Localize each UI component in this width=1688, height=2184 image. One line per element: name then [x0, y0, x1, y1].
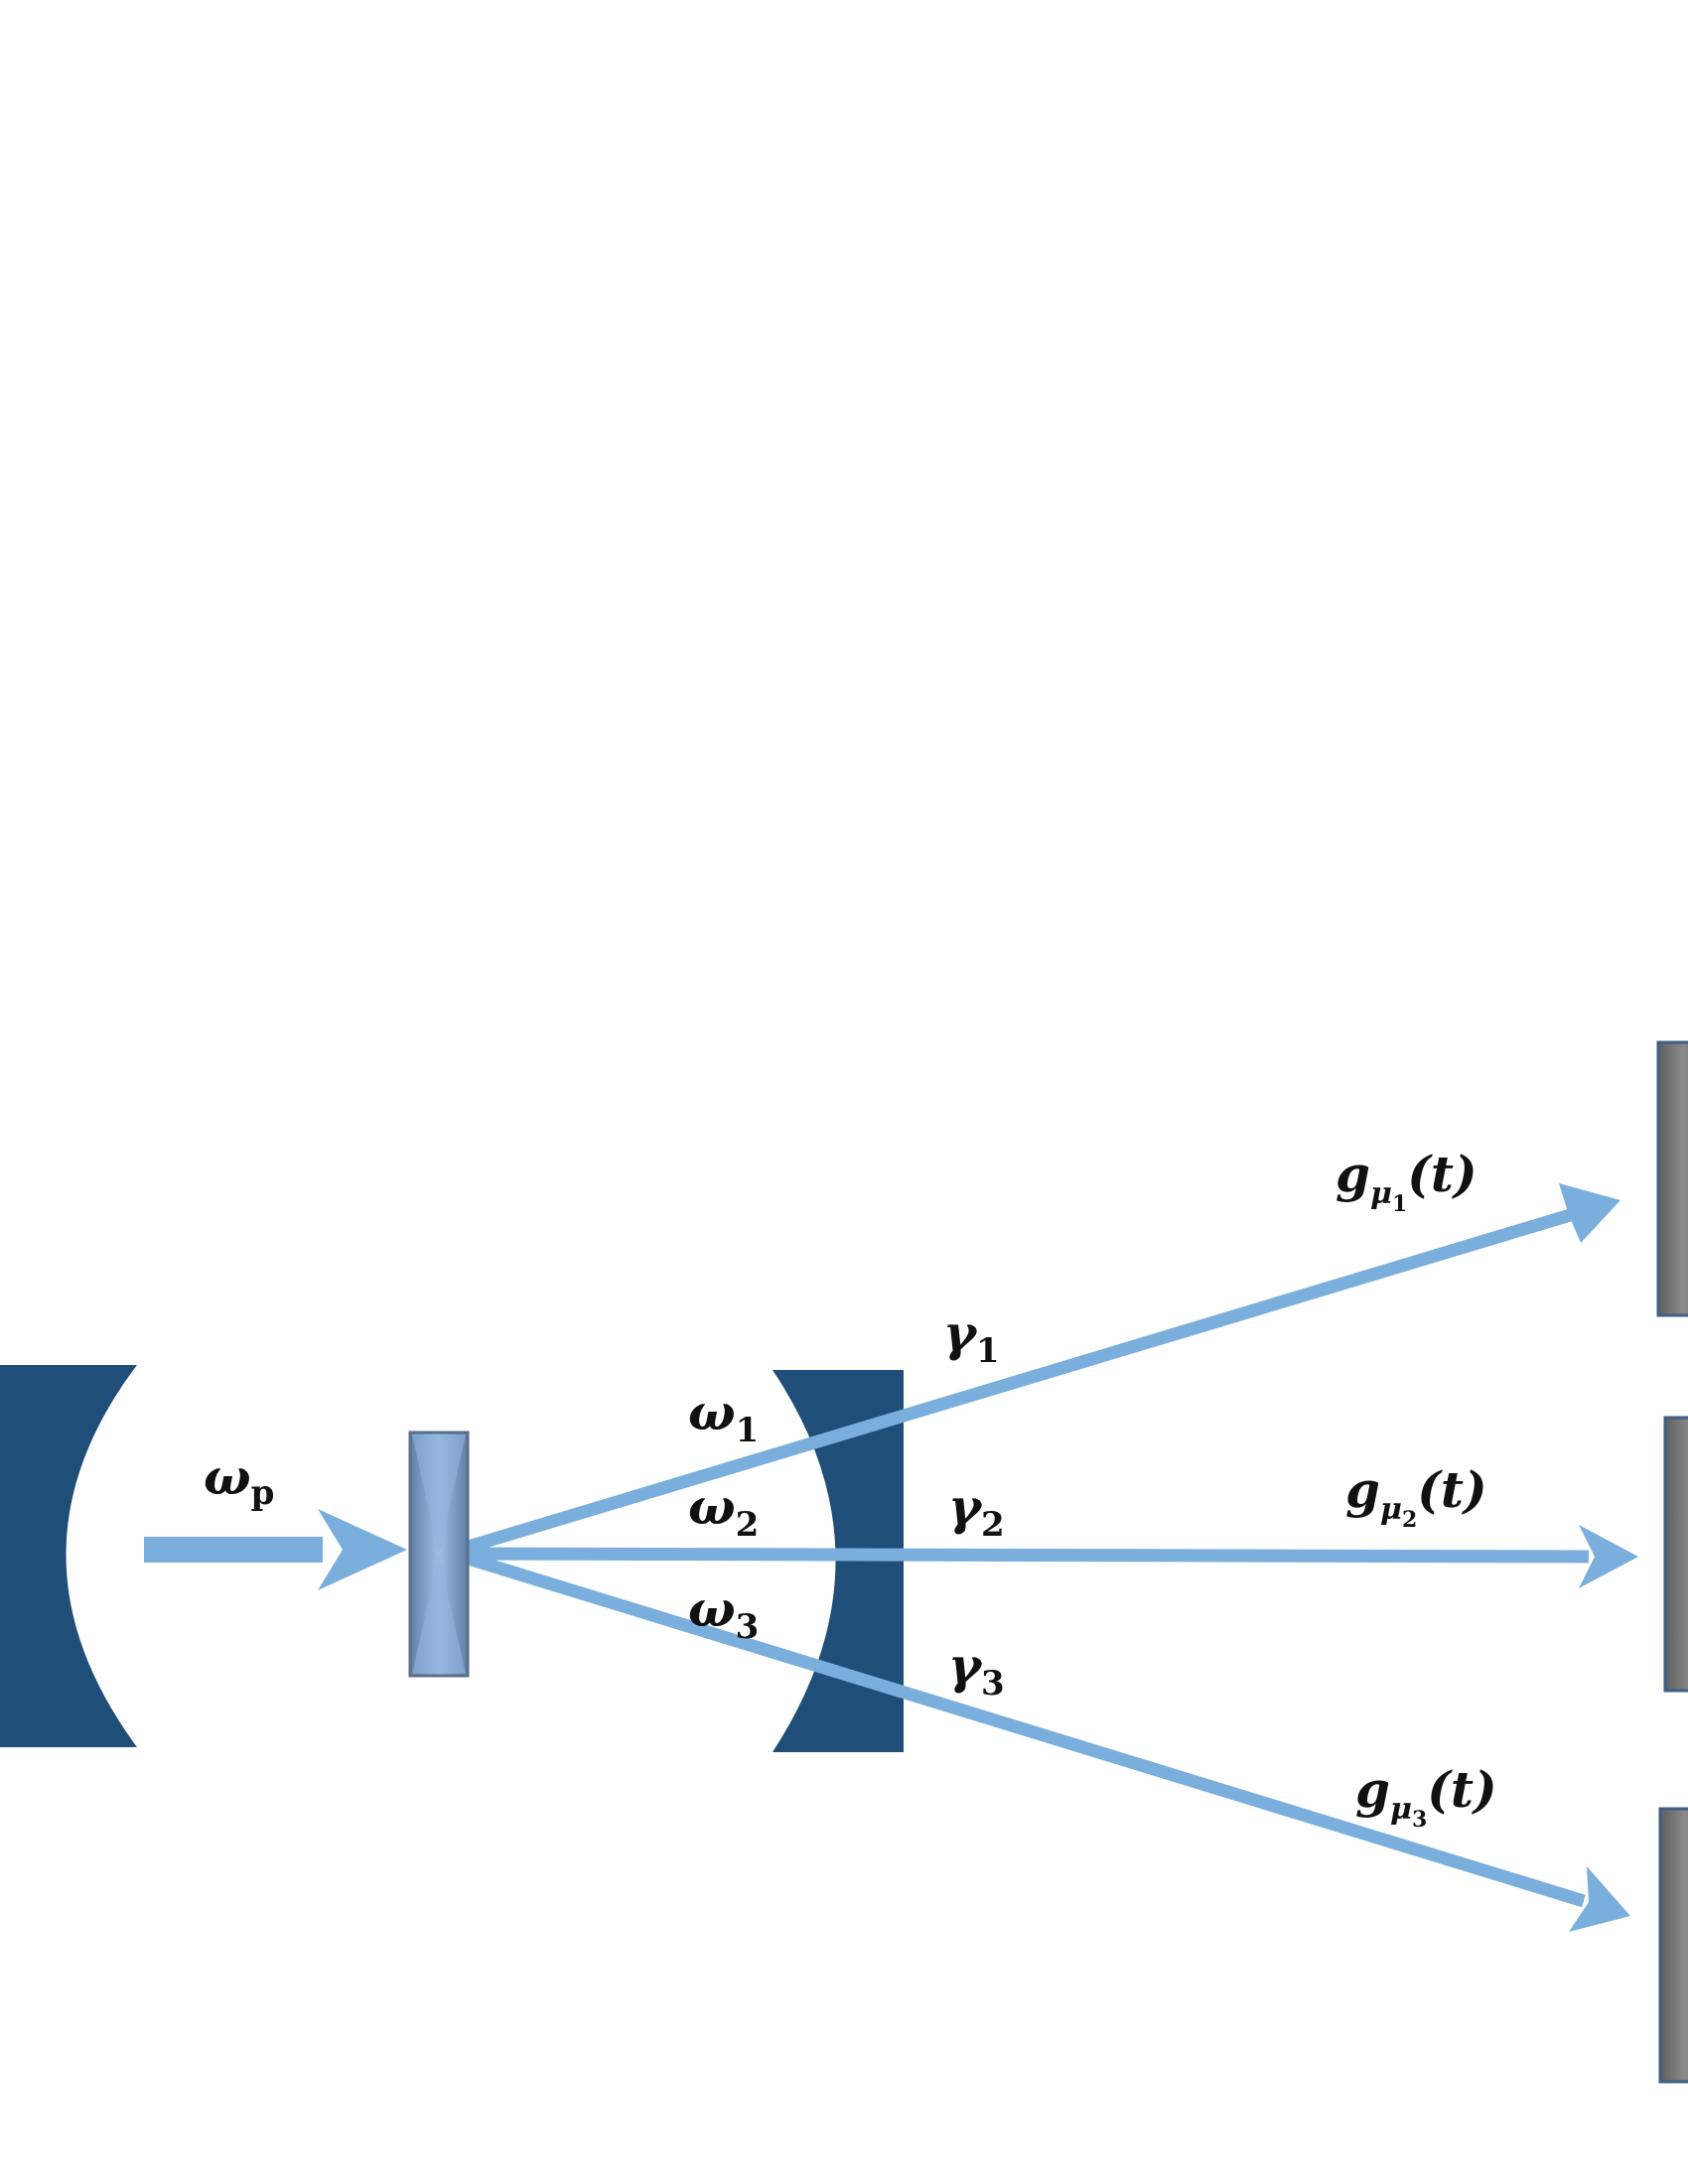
pump-beam: [144, 1509, 407, 1590]
detector-3: [1658, 1807, 1688, 2084]
beam-omega-2: [461, 1525, 1638, 1588]
label-gamma-1: γ1: [943, 1303, 1000, 1371]
beam-omega-3: [460, 1550, 1630, 1932]
detector-2: [1663, 1416, 1688, 1693]
left-cavity-mirror: [0, 1365, 137, 1747]
label-g-mu-3: gμ3(t): [1355, 1760, 1497, 1833]
label-omega-2: ω2: [688, 1477, 759, 1545]
label-g-mu-2: gμ2(t): [1345, 1460, 1487, 1533]
label-omega-p: ωp: [204, 1447, 274, 1513]
label-g-mu-1: gμ1(t): [1336, 1145, 1477, 1217]
label-omega-3: ω3: [688, 1579, 759, 1647]
label-gamma-2: γ2: [948, 1477, 1005, 1545]
label-omega-1: ω1: [688, 1383, 759, 1450]
label-gamma-3: γ3: [948, 1636, 1005, 1704]
beam-omega-1: [460, 1183, 1620, 1556]
detector-1: [1656, 1040, 1688, 1317]
nonlinear-crystal: [408, 1431, 470, 1678]
